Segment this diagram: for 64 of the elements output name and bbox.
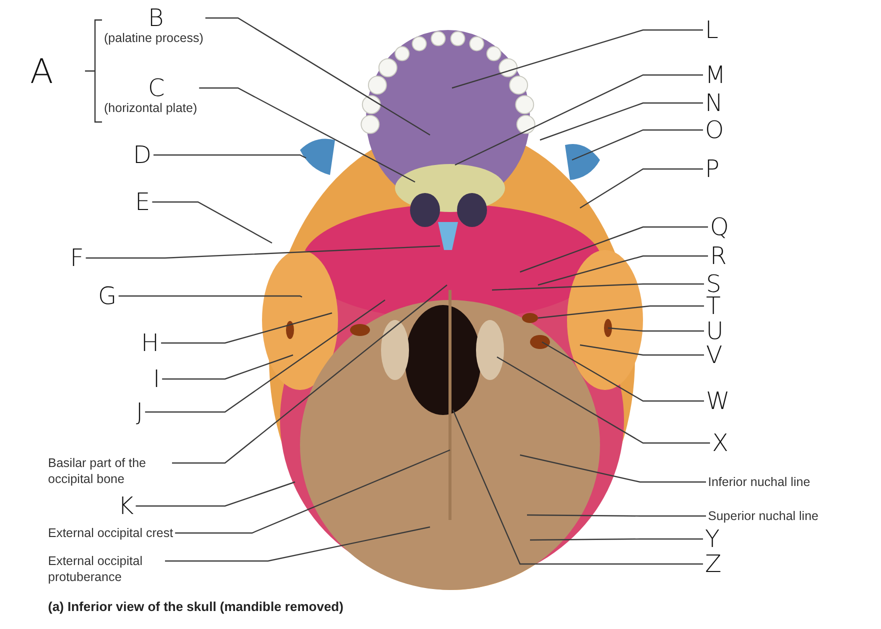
letter-label: D xyxy=(133,143,152,167)
label-text: (palatine process) xyxy=(104,30,204,46)
leader-line xyxy=(520,454,706,483)
letter-label: Q xyxy=(710,215,729,239)
letter-label: X xyxy=(712,431,728,455)
leader-line xyxy=(538,305,704,319)
letter-label: C xyxy=(148,76,166,100)
leader-line xyxy=(205,17,430,136)
leader-line xyxy=(152,201,272,244)
label-text: (horizontal plate) xyxy=(104,100,198,116)
letter-label: T xyxy=(706,294,721,318)
leader-line xyxy=(161,312,332,344)
leader-line xyxy=(492,283,704,291)
letter-label: O xyxy=(705,118,724,142)
leader-line xyxy=(172,284,448,464)
letter-label: S xyxy=(706,272,722,296)
letter-label: N xyxy=(705,91,723,115)
label-text: External occipital protuberance xyxy=(48,553,144,585)
letter-label: V xyxy=(706,343,722,367)
leader-line xyxy=(454,74,703,166)
caption: (a) Inferior view of the skull (mandible removed) xyxy=(48,598,344,616)
leader-line xyxy=(496,356,710,444)
leader-line xyxy=(542,341,704,402)
leader-line xyxy=(540,102,703,141)
leader-line xyxy=(118,295,302,298)
leader-line xyxy=(153,154,306,159)
bracket-letter: A xyxy=(30,55,54,89)
leader-line xyxy=(162,354,294,380)
leader-line xyxy=(175,449,450,534)
leader-line xyxy=(452,410,703,565)
leader-line xyxy=(608,327,704,332)
letter-label: J xyxy=(136,400,144,424)
letter-label: I xyxy=(153,367,160,391)
letter-label: Z xyxy=(705,552,722,576)
letter-label: W xyxy=(706,389,730,413)
label-text: Superior nuchal line xyxy=(708,508,818,524)
leader-line xyxy=(145,300,386,413)
leader-line xyxy=(520,226,708,273)
leader-line xyxy=(580,168,703,208)
leader-line xyxy=(199,87,416,183)
letter-label: H xyxy=(141,331,160,355)
letter-label: B xyxy=(148,6,165,30)
letter-label: K xyxy=(118,494,134,518)
letter-label: U xyxy=(706,319,724,343)
leader-line xyxy=(580,344,704,356)
label-text: External occipital crest xyxy=(48,525,174,541)
leader-line xyxy=(538,255,708,286)
leader-line xyxy=(452,29,703,89)
letter-label: Y xyxy=(705,527,720,551)
leader-line xyxy=(86,245,440,259)
leader-line xyxy=(527,514,706,517)
leader-line xyxy=(530,538,703,541)
leader-line xyxy=(572,129,703,161)
letter-label: L xyxy=(705,18,718,42)
letter-label: F xyxy=(70,246,84,270)
letter-label: M xyxy=(705,63,726,87)
label-text: Inferior nuchal line xyxy=(708,474,810,490)
letter-label: R xyxy=(710,244,727,268)
letter-label: P xyxy=(705,157,720,181)
leader-line xyxy=(136,481,296,507)
leader-line xyxy=(165,526,430,562)
label-text: Basilar part of the occipital bone xyxy=(48,455,147,487)
letter-label: E xyxy=(135,190,150,214)
letter-label: G xyxy=(98,284,117,308)
